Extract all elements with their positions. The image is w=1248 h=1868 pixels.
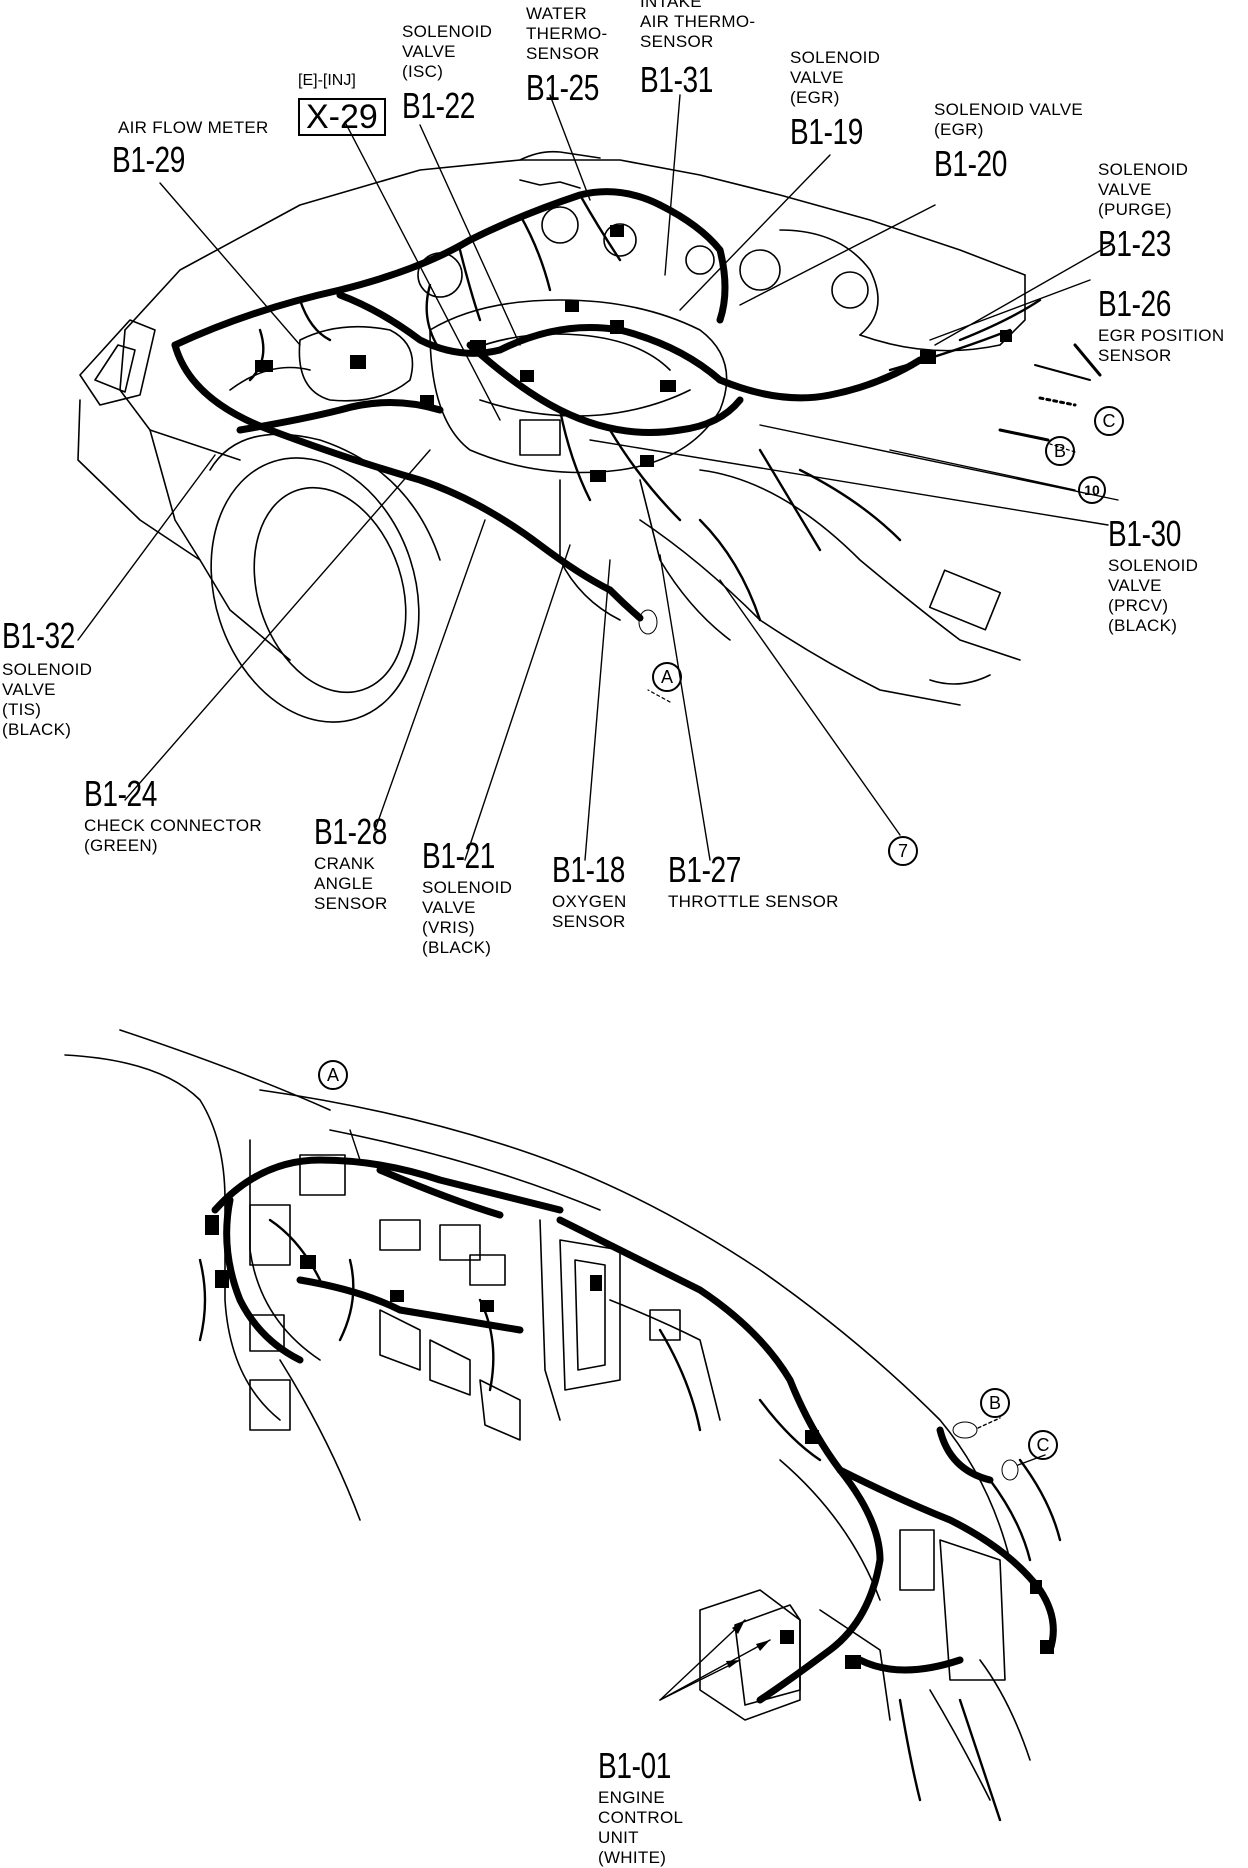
- engine-connectors: [255, 225, 1012, 482]
- harness-to-a: [606, 586, 644, 622]
- dashboard-outline: [64, 1029, 1031, 1801]
- marker-c-top: C: [1094, 406, 1124, 436]
- engine-harness: [171, 188, 924, 594]
- label-b1-27-desc: THROTTLE SENSOR: [668, 892, 839, 911]
- marker-c-bottom: C: [1028, 1430, 1058, 1460]
- marker-b-bottom: B: [980, 1388, 1010, 1418]
- label-b1-25-desc: WATER THERMO- SENSOR: [526, 4, 608, 63]
- label-b1-24-desc: CHECK CONNECTOR (GREEN): [84, 816, 262, 855]
- label-b1-01-desc: ENGINE CONTROL UNIT (WHITE): [598, 1788, 684, 1867]
- label-b1-26-desc: EGR POSITION SENSOR: [1098, 326, 1225, 365]
- label-b1-26-code: B1-26: [1098, 283, 1171, 324]
- marker-b-top: B: [1045, 436, 1075, 466]
- label-b1-27-code: B1-27: [668, 849, 741, 890]
- label-b1-20-desc: SOLENOID VALVE (EGR): [934, 100, 1084, 139]
- label-b1-18-code: B1-18: [552, 849, 625, 890]
- label-b1-21-code: B1-21: [422, 835, 495, 876]
- label-b1-28-code: B1-28: [314, 811, 387, 852]
- label-b1-19-code: B1-19: [790, 111, 863, 152]
- label-b1-18-desc: OXYGEN SENSOR: [552, 892, 627, 931]
- label-b1-23-code: B1-23: [1098, 223, 1171, 264]
- label-b1-21-desc: SOLENOID VALVE (VRIS) (BLACK): [422, 878, 513, 957]
- label-b1-20-code: B1-20: [934, 143, 1007, 184]
- label-b1-29-desc: AIR FLOW METER: [118, 118, 269, 137]
- label-b1-19-desc: SOLENOID VALVE (EGR): [790, 48, 881, 107]
- label-b1-32-code: B1-32: [2, 615, 75, 656]
- dashboard-harness-branches: [198, 1218, 1062, 1822]
- inj-ref-prefix: [E]-[INJ]: [298, 72, 356, 89]
- inj-ref-code: X-29: [298, 98, 386, 136]
- ecu-leader-lines: [659, 1619, 771, 1701]
- marker-a-bottom: A: [318, 1060, 348, 1090]
- marker-10: 10: [1078, 476, 1106, 504]
- dashboard-connectors: [205, 1215, 1054, 1669]
- marker-a-top: A: [652, 662, 682, 692]
- label-b1-28-desc: CRANK ANGLE SENSOR: [314, 854, 388, 913]
- label-b1-23-desc: SOLENOID VALVE (PURGE): [1098, 160, 1189, 219]
- label-b1-31-code: B1-31: [640, 59, 713, 100]
- label-b1-22-code: B1-22: [402, 85, 475, 126]
- engine-leader-lines: [77, 94, 1119, 861]
- label-b1-30-desc: SOLENOID VALVE (PRCV) (BLACK): [1108, 556, 1199, 635]
- dashboard-harness: [211, 1156, 1057, 1704]
- label-b1-01-code: B1-01: [598, 1745, 671, 1786]
- label-b1-24-code: B1-24: [84, 773, 157, 814]
- label-b1-32-desc: SOLENOID VALVE (TIS) (BLACK): [2, 660, 93, 739]
- label-b1-22-desc: SOLENOID VALVE (ISC): [402, 22, 493, 81]
- label-b1-31-desc: INTAKE AIR THERMO- SENSOR: [640, 0, 756, 51]
- label-b1-30-code: B1-30: [1108, 513, 1181, 554]
- label-b1-25-code: B1-25: [526, 67, 599, 108]
- marker-7: 7: [888, 836, 918, 866]
- label-b1-29-code: B1-29: [112, 139, 185, 180]
